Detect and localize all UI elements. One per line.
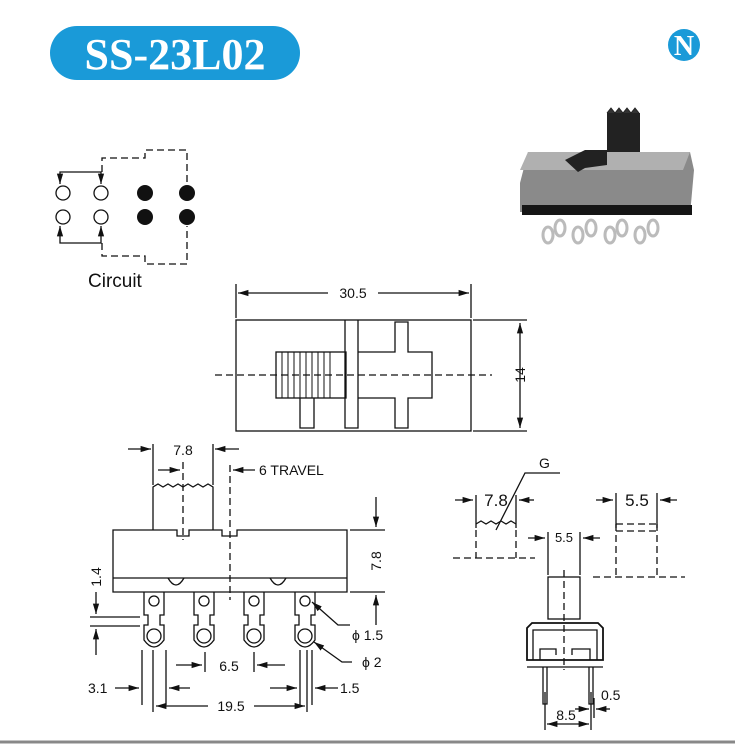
end-view: G 7.8 5.5 5.5 0.5 8.5 <box>453 455 685 730</box>
title-badge: SS-23L02 <box>50 26 300 80</box>
side-view: 7.8 6 TRAVEL 7.8 1.4 ϕ 1.5 ϕ 2 <box>88 442 385 714</box>
travel-label: 6 TRAVEL <box>259 462 324 478</box>
pin-gap-dimension: 1.4 <box>88 567 104 587</box>
title-text: SS-23L02 <box>85 30 266 79</box>
brand-logo: N <box>668 29 700 62</box>
circuit-contacts <box>55 185 195 225</box>
pin-thickness-dimension: 0.5 <box>601 687 621 703</box>
top-view: 30.5 14 <box>215 284 528 432</box>
logo-letter: N <box>674 31 694 62</box>
edge-left-dimension: 3.1 <box>88 680 108 696</box>
product-photo <box>520 107 694 245</box>
circuit-diagram: Circuit <box>55 149 195 292</box>
pin-span-dimension: 19.5 <box>217 698 244 714</box>
g-label: G <box>539 455 550 471</box>
small-hole-dimension: ϕ 1.5 <box>352 627 383 643</box>
end-pin-span-dimension: 8.5 <box>556 707 576 723</box>
width-dimension: 14 <box>512 367 528 383</box>
pins <box>143 592 316 648</box>
pin-width-dimension: 1.5 <box>340 680 360 696</box>
end-knob-depth-dimension: 5.5 <box>625 491 649 510</box>
height-dimension: 7.8 <box>368 551 384 571</box>
knob-width-dimension: 7.8 <box>173 442 193 458</box>
end-knob-width-dimension: 7.8 <box>484 491 508 510</box>
length-dimension: 30.5 <box>339 285 366 301</box>
pitch-dimension: 6.5 <box>219 658 239 674</box>
circuit-label: Circuit <box>88 271 143 292</box>
large-hole-dimension: ϕ 2 <box>362 654 382 670</box>
end-stem-width-dimension: 5.5 <box>555 530 573 545</box>
